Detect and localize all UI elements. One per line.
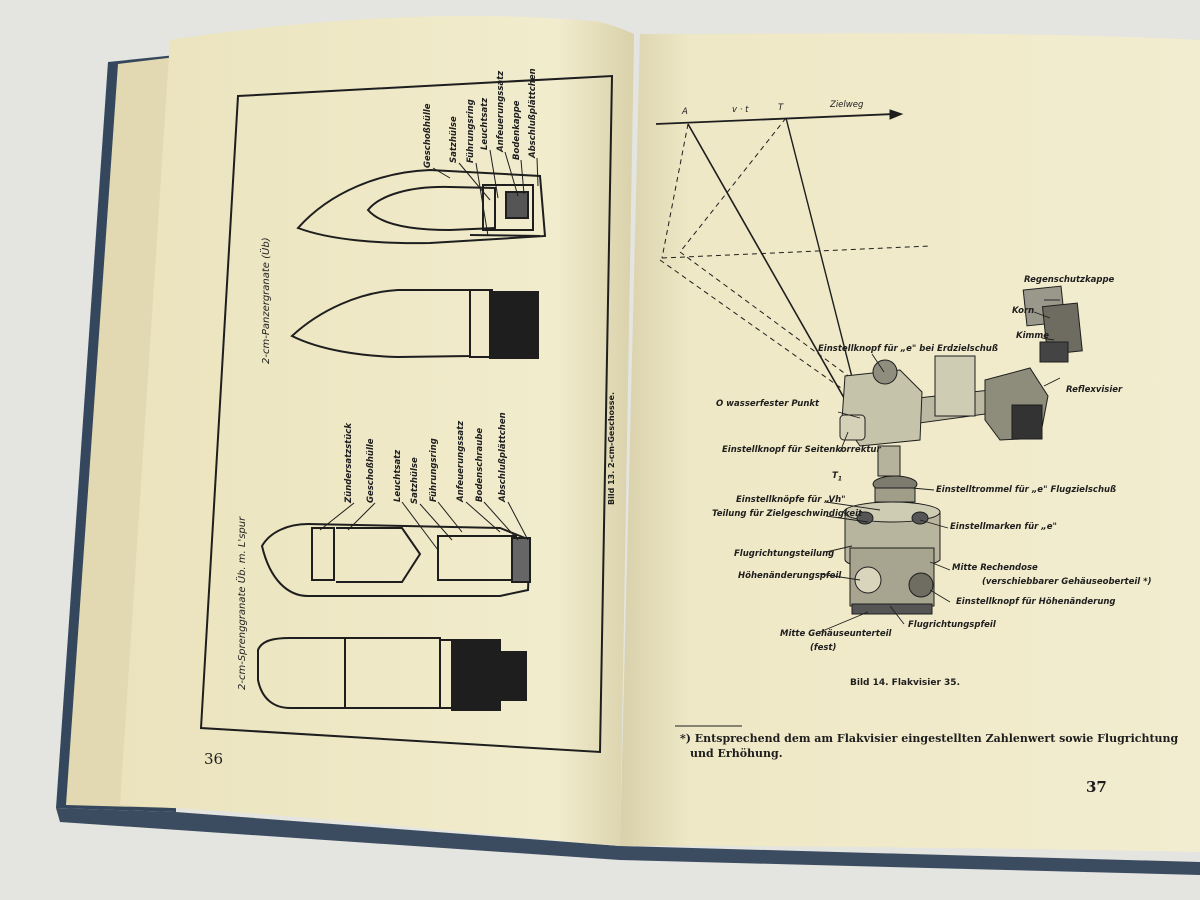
label-mitte-rechendose: Mitte Rechendose — [952, 563, 1038, 573]
page-number-left: 36 — [204, 750, 224, 768]
flakvisier-apparatus — [839, 285, 1083, 615]
sp-label-fuehrungsring: Führungsring — [429, 438, 439, 502]
label-einstellknopf-e: Einstellknopf für „e" bei Erdzielschuß — [818, 344, 998, 354]
sprenggranate-section — [260, 522, 532, 597]
t1-subscript: 1 — [837, 475, 842, 483]
t1-letter: T — [832, 471, 838, 481]
leader-lines-upper — [432, 149, 539, 237]
label-t1: T1 — [832, 472, 842, 483]
point-a-label: A — [682, 107, 688, 117]
pz-label-bodenkappe: Bodenkappe — [512, 100, 522, 160]
label-einstellknoepfe-vh: Einstellknöpfe für „Vh" — [736, 495, 846, 505]
pz-label-fuehrungsring: Führungsring — [466, 99, 476, 163]
sp-label-satzhuelse: Satzhülse — [410, 457, 420, 504]
pz-label-anfeuerungssatz: Anfeuerungssatz — [496, 70, 506, 152]
sp-label-zuendersatzstueck: Zündersatzstück — [344, 423, 354, 503]
panzergranate-exterior — [290, 289, 539, 359]
gutter-caption: Bild 13. 2-cm-Geschosse. — [607, 391, 616, 505]
label-reflexvisier: Reflexvisier — [1066, 385, 1123, 395]
panzergranate-title: 2-cm-Panzergranate (Üb) — [261, 237, 272, 364]
label-flugrichtungsteilung: Flugrichtungsteilung — [734, 549, 835, 559]
point-t-label: T — [778, 103, 784, 113]
page-number-right: 37 — [1086, 778, 1107, 796]
sp-label-geschosshuelle: Geschoßhülle — [366, 438, 376, 503]
label-korn: Korn — [1012, 306, 1035, 316]
book-cover-bottom — [56, 808, 1200, 875]
label-seitenkorrektur: Einstellknopf für Seitenkorrektur — [722, 445, 881, 455]
vt-label: v · t — [732, 105, 749, 115]
label-einstelltrommel: Einstelltrommel für „e" Flugzielschuß — [936, 485, 1117, 495]
sp-label-anfeuerungssatz: Anfeuerungssatz — [456, 420, 466, 502]
label-fest: (fest) — [810, 643, 837, 653]
label-einstellmarken: Einstellmarken für „e" — [950, 522, 1057, 532]
label-verschiebbarer: (verschiebbarer Gehäuseoberteil *) — [982, 577, 1152, 587]
sprenggranate-title: 2-cm-Sprenggranate Üb. m. L'spur — [237, 516, 248, 690]
label-teilung: Teilung für Zielgeschwindigkeit — [712, 509, 863, 519]
label-mitte-gehaeuseunterteil: Mitte Gehäuseunterteil — [780, 629, 892, 639]
label-regenschutzkappe: Regenschutzkappe — [1024, 275, 1115, 285]
label-einstellknopf-hoehe: Einstellknopf für Höhenänderung — [956, 597, 1116, 607]
right-page — [620, 33, 1200, 852]
label-flugrichtungspfeil: Flugrichtungspfeil — [908, 620, 996, 630]
zielweg-label: Zielweg — [830, 100, 864, 110]
pz-label-abschlussplaettchen: Abschlußplättchen — [528, 68, 538, 158]
left-page — [120, 15, 634, 847]
sp-label-abschlussplaettchen: Abschlußplättchen — [498, 412, 508, 502]
apparatus-leader-lines — [819, 299, 1061, 633]
leader-lines-lower — [319, 501, 529, 551]
label-wasserfester-punkt: O wasserfester Punkt — [716, 399, 820, 409]
figure-frame — [199, 74, 614, 754]
pz-label-leuchtsatz: Leuchtsatz — [480, 97, 490, 150]
sp-label-bodenschraube: Bodenschraube — [475, 427, 485, 502]
sprenggranate-exterior — [257, 637, 527, 711]
footnote-line-1: *) Entsprechend dem am Flakvisier einges… — [680, 732, 1179, 745]
pz-label-geschosshuelle: Geschoßhülle — [423, 103, 433, 168]
label-hoehenaenderungspfeil: Höhenänderungspfeil — [738, 571, 842, 581]
label-kimme: Kimme — [1016, 331, 1049, 341]
figure-caption: Bild 14. Flakvisier 35. — [850, 678, 960, 688]
sp-label-leuchtsatz: Leuchtsatz — [393, 449, 403, 502]
footnote-line-2: und Erhöhung. — [690, 747, 783, 760]
pz-label-satzhuelse: Satzhülse — [449, 116, 459, 163]
